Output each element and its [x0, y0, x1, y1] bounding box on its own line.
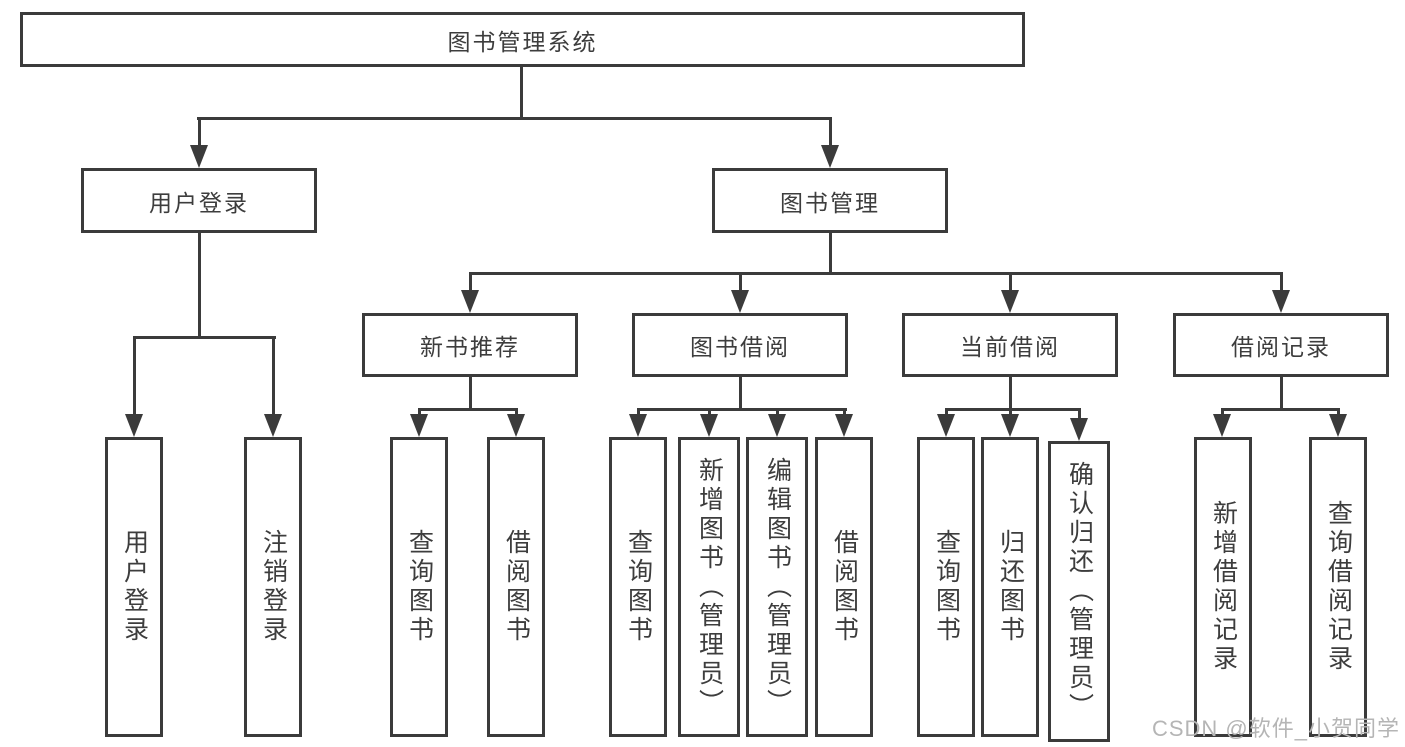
node-borrow-books: 借阅图书	[815, 437, 873, 737]
connector-line	[1221, 408, 1224, 418]
node-label: 查询借阅记录	[1324, 500, 1353, 674]
connector-line	[945, 408, 948, 418]
connector-line	[945, 408, 1081, 411]
arrowhead-down	[768, 414, 786, 437]
connector-line	[272, 336, 275, 418]
arrowhead-down	[1070, 418, 1088, 441]
connector-line	[469, 377, 472, 411]
arrowhead-down	[410, 414, 428, 437]
node-label: 编辑图书（管理员）	[763, 456, 792, 718]
node-add-borrow-record: 新增借阅记录	[1194, 437, 1252, 737]
node-query-books-recommend: 查询图书	[390, 437, 448, 737]
node-query-books-current: 查询图书	[917, 437, 975, 737]
connector-line	[1280, 377, 1283, 411]
connector-line	[418, 408, 518, 411]
node-label: 注销登录	[259, 529, 288, 645]
arrowhead-down	[461, 290, 479, 313]
node-label: 确认归还（管理员）	[1065, 461, 1094, 722]
arrowhead-down	[937, 414, 955, 437]
node-label: 用户登录	[149, 189, 249, 216]
connector-line	[829, 117, 832, 149]
arrowhead-down	[1213, 414, 1231, 437]
node-logout: 注销登录	[244, 437, 302, 737]
connector-line	[1078, 408, 1081, 422]
connector-line	[739, 377, 742, 411]
connector-line	[469, 272, 1283, 275]
connector-line	[198, 117, 201, 149]
node-new-book-recommendation: 新书推荐	[362, 313, 578, 377]
node-label: 图书管理系统	[447, 28, 598, 55]
node-label: 图书管理	[780, 189, 880, 216]
arrowhead-down	[264, 414, 282, 437]
node-return-books: 归还图书	[981, 437, 1039, 737]
connector-line	[843, 408, 846, 418]
arrowhead-down	[507, 414, 525, 437]
node-label: 图书借阅	[690, 334, 790, 360]
node-label: 用户登录	[120, 529, 149, 645]
connector-line	[1221, 408, 1340, 411]
node-label: 新增借阅记录	[1209, 500, 1238, 674]
arrowhead-down	[629, 414, 647, 437]
connector-line	[739, 272, 742, 294]
node-label: 当前借阅	[960, 334, 1060, 360]
connector-line	[1280, 272, 1283, 294]
connector-line	[1009, 408, 1012, 418]
connector-line	[1009, 272, 1012, 294]
node-add-books-admin: 新增图书（管理员）	[678, 437, 740, 737]
node-book-borrowing: 图书借阅	[632, 313, 848, 377]
connector-line	[1337, 408, 1340, 418]
connector-line	[133, 336, 276, 339]
node-label: 查询图书	[932, 529, 961, 645]
node-label: 借阅图书	[830, 529, 859, 645]
node-user-login-leaf: 用户登录	[105, 437, 163, 737]
arrowhead-down	[700, 414, 718, 437]
node-current-borrowing: 当前借阅	[902, 313, 1118, 377]
connector-line	[418, 408, 421, 418]
connector-line	[520, 67, 523, 117]
node-edit-books-admin: 编辑图书（管理员）	[746, 437, 808, 737]
node-label: 查询图书	[624, 529, 653, 645]
node-library-management-system: 图书管理系统	[20, 12, 1025, 67]
node-label: 新书推荐	[420, 334, 520, 360]
node-label: 新增图书（管理员）	[695, 456, 724, 718]
node-book-management: 图书管理	[712, 168, 948, 233]
node-label: 借阅图书	[502, 529, 531, 645]
connector-line	[198, 233, 201, 336]
node-borrow-books-recommend: 借阅图书	[487, 437, 545, 737]
node-query-books-borrowing: 查询图书	[609, 437, 667, 737]
connector-line	[469, 272, 472, 294]
arrowhead-down	[125, 414, 143, 437]
connector-line	[776, 408, 779, 418]
arrowhead-down	[1001, 414, 1019, 437]
node-borrowing-records: 借阅记录	[1173, 313, 1389, 377]
connector-line	[515, 408, 518, 418]
node-user-login: 用户登录	[81, 168, 317, 233]
arrowhead-down	[1329, 414, 1347, 437]
arrowhead-down	[190, 145, 208, 168]
node-query-borrow-record: 查询借阅记录	[1309, 437, 1367, 737]
connector-line	[637, 408, 640, 418]
node-label: 借阅记录	[1231, 334, 1331, 360]
node-confirm-return-admin: 确认归还（管理员）	[1048, 441, 1110, 742]
connector-line	[197, 117, 832, 120]
connector-line	[708, 408, 711, 418]
node-label: 归还图书	[996, 529, 1025, 645]
connector-line	[1009, 377, 1012, 411]
connector-line	[829, 233, 832, 275]
arrowhead-down	[731, 290, 749, 313]
connector-line	[133, 336, 136, 418]
arrowhead-down	[821, 145, 839, 168]
arrowhead-down	[1272, 290, 1290, 313]
arrowhead-down	[835, 414, 853, 437]
arrowhead-down	[1001, 290, 1019, 313]
watermark: CSDN @软件_小贺同学	[1151, 716, 1400, 741]
node-label: 查询图书	[405, 529, 434, 645]
connector-line	[637, 408, 847, 411]
